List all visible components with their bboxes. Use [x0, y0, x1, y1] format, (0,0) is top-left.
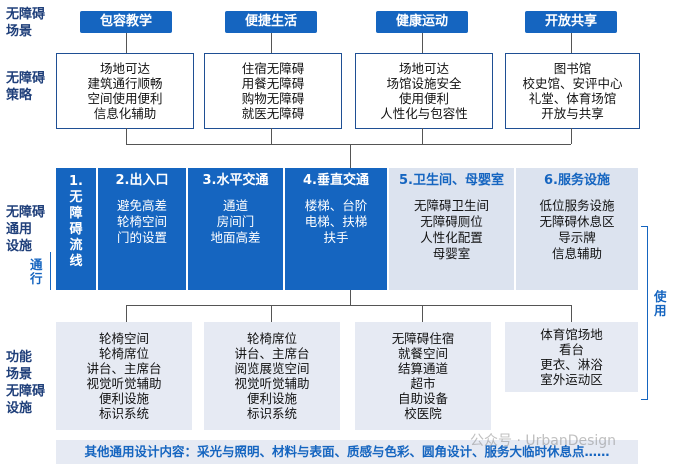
row-label-functional: 功能 场景 无障碍 设施 [6, 350, 46, 416]
connector [422, 128, 423, 144]
category-body: 低位服务设施 无障碍休息区 导示牌 信息辅助 [539, 198, 615, 261]
watermark: 公众号 · UrbanDesign [470, 433, 617, 449]
connector [350, 290, 351, 305]
category-body: 通道 房间门 地面高差 [210, 198, 261, 245]
functional-box: 体育馆场地 看台 更衣、淋浴 室外运动区 [505, 322, 638, 392]
category-body: 避免高差 轮椅空间 门的设置 [116, 198, 167, 245]
functional-box: 轮椅空间 轮椅席位 讲台、主席台 视觉听觉辅助 便利设施 标识系统 [56, 322, 192, 430]
connector [126, 33, 127, 53]
category-title: 4.垂直交通 [303, 173, 369, 188]
scene-pill: 包容教学 [80, 11, 172, 33]
functional-box: 无障碍住宿 就餐空间 结算通道 超市 自助设备 校医院 [355, 322, 491, 430]
facility-category-vertical: 4.垂直交通 楼梯、台阶 电梯、扶梯 扶手 [285, 168, 387, 290]
connector [571, 128, 572, 144]
use-bracket [641, 226, 648, 400]
connector [126, 128, 127, 144]
row-label-general: 无障碍 通用 设施 [6, 205, 46, 254]
facility-category-entrance: 2.出入口 避免高差 轮椅空间 门的设置 [98, 168, 186, 290]
connector [126, 144, 571, 145]
row-label-scene: 无障碍 场景 [6, 7, 46, 39]
row-label-strategy: 无障碍 策略 [6, 71, 46, 103]
side-label-use: 使 用 [654, 289, 667, 318]
connector [571, 305, 572, 322]
facility-category-service: 6.服务设施 低位服务设施 无障碍休息区 导示牌 信息辅助 [516, 168, 638, 290]
category-title: 3.水平交通 [202, 173, 269, 188]
category-title: 6.服务设施 [544, 173, 610, 188]
facility-category-flow: 1. 无 障 碍 流 线 [56, 168, 96, 290]
connector [422, 305, 423, 322]
connector [350, 144, 351, 168]
connector [571, 33, 572, 53]
strategy-box: 图书馆 校史馆、安评中心 礼堂、体育场馆 开放与共享 [505, 53, 640, 129]
scene-pill: 健康运动 [376, 11, 468, 33]
scene-pill: 便捷生活 [225, 11, 317, 33]
strategy-box: 场地可达 建筑通行顺畅 空间使用便利 信息化辅助 [56, 53, 194, 129]
category-body: 楼梯、台阶 电梯、扶梯 扶手 [304, 198, 368, 245]
category-title: 2.出入口 [115, 173, 169, 188]
category-title: 1. 无 障 碍 流 线 [69, 174, 83, 269]
passage-bracket [50, 252, 55, 290]
strategy-box: 场地可达 场馆设施安全 使用便利 人性化与包容性 [355, 53, 493, 129]
strategy-box: 住宿无障碍 用餐无障碍 购物无障碍 就医无障碍 [204, 53, 342, 129]
connector [271, 33, 272, 53]
connector [126, 305, 571, 306]
category-title: 5.卫生间、母婴室 [399, 173, 504, 188]
side-label-passage: 通 行 [30, 257, 43, 286]
scene-pill: 开放共享 [525, 11, 617, 33]
functional-box: 轮椅席位 讲台、主席台 阅览展览空间 视觉听觉辅助 便利设施 标识系统 [204, 322, 340, 430]
footer-note: 其他通用设计内容：采光与照明、材料与表面、质感与色彩、圆角设计、服务大临时休息点… [56, 440, 638, 464]
connector [126, 305, 127, 322]
connector [271, 128, 272, 144]
connector [422, 33, 423, 53]
connector [271, 305, 272, 322]
category-body: 无障碍卫生间 无障碍厕位 人性化配置 母婴室 [413, 198, 489, 261]
facility-category-horizontal: 3.水平交通 通道 房间门 地面高差 [188, 168, 283, 290]
facility-category-restroom: 5.卫生间、母婴室 无障碍卫生间 无障碍厕位 人性化配置 母婴室 [389, 168, 514, 290]
